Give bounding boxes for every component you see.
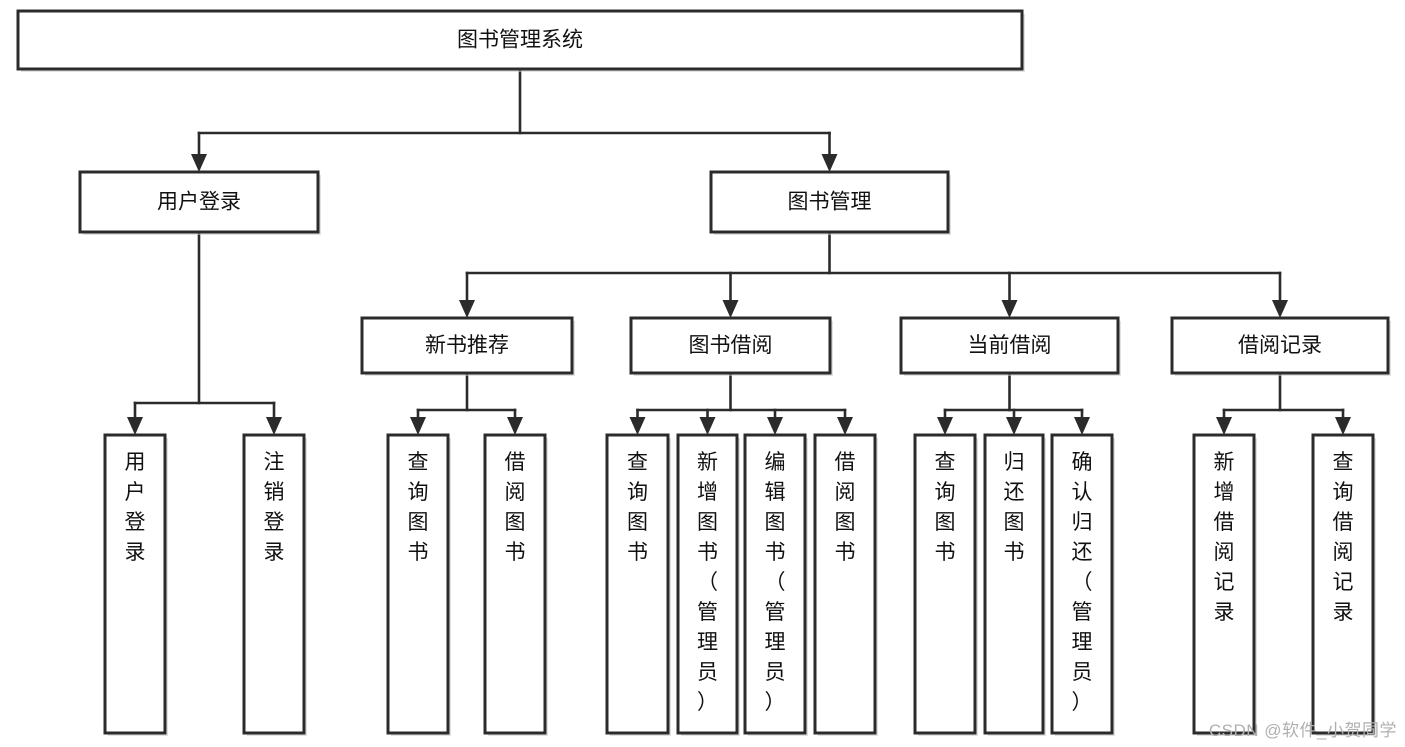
- node-label: 新增借阅记录: [1214, 451, 1235, 624]
- node-leaf-confirm-return[interactable]: 确认归还（管理员）: [1050, 433, 1115, 736]
- node-label: 当前借阅: [968, 334, 1052, 357]
- arrow-head-icon: [629, 417, 646, 435]
- node-label: 确认归还（管理员）: [1072, 451, 1093, 714]
- node-rect[interactable]: [709, 170, 950, 234]
- node-label: 图书借阅: [689, 334, 773, 357]
- node-label: 归还图书: [1004, 451, 1025, 564]
- arrow-head-icon: [507, 417, 523, 435]
- node-rect[interactable]: [913, 433, 977, 735]
- node-label: 图书管理系统: [457, 29, 583, 52]
- node-new-book-recommend[interactable]: 新书推荐: [360, 316, 575, 376]
- node-label: 新书推荐: [425, 334, 509, 357]
- arrow-head-icon: [821, 154, 838, 172]
- node-leaf-query-book-3[interactable]: 查询图书: [913, 433, 978, 736]
- arrow-head-icon: [722, 300, 739, 318]
- node-label: 图书管理: [788, 191, 872, 214]
- arrow-head-icon: [937, 417, 953, 435]
- node-leaf-add-book[interactable]: 新增图书（管理员）: [676, 433, 740, 736]
- arrow-head-icon: [1216, 417, 1232, 435]
- node-label: 注销登录: [264, 451, 285, 564]
- arrow-head-icon: [1006, 417, 1022, 435]
- node-book-borrow[interactable]: 图书借阅: [629, 316, 833, 376]
- node-rect[interactable]: [1170, 316, 1390, 375]
- node-rect[interactable]: [676, 433, 739, 735]
- arrow-head-icon: [1074, 417, 1090, 435]
- arrow-head-icon: [767, 417, 783, 435]
- node-rect[interactable]: [103, 433, 167, 735]
- arrow-head-icon: [459, 300, 475, 318]
- arrow-head-icon: [699, 417, 716, 435]
- node-label: 借阅图书: [505, 451, 526, 564]
- node-label: 借阅图书: [835, 451, 856, 564]
- node-label: 查询借阅记录: [1333, 451, 1354, 624]
- node-root-root[interactable]: 图书管理系统: [16, 9, 1025, 72]
- arrow-head-icon: [127, 417, 143, 435]
- connectors-layer: [127, 67, 1351, 435]
- arrow-head-icon: [1001, 300, 1018, 318]
- node-leaf-borrow-book-1[interactable]: 借阅图书: [483, 433, 548, 736]
- node-current-borrow[interactable]: 当前借阅: [899, 316, 1121, 376]
- arrow-head-icon: [191, 154, 207, 172]
- node-label: 用户登录: [157, 191, 241, 214]
- node-leaf-user-logout[interactable]: 注销登录: [242, 433, 307, 736]
- arrow-head-icon: [1272, 300, 1288, 318]
- node-rect[interactable]: [483, 433, 547, 735]
- node-rect[interactable]: [1050, 433, 1114, 735]
- node-rect[interactable]: [629, 316, 832, 375]
- node-leaf-borrow-book-2[interactable]: 借阅图书: [813, 433, 878, 736]
- arrow-head-icon: [837, 417, 853, 435]
- node-rect[interactable]: [242, 433, 306, 735]
- node-label: 用户登录: [125, 451, 146, 564]
- node-rect[interactable]: [743, 433, 807, 735]
- arrow-head-icon: [410, 417, 426, 435]
- node-borrow-records[interactable]: 借阅记录: [1170, 316, 1391, 376]
- nodes-layer: 图书管理系统用户登录用户登录注销登录图书管理新书推荐查询图书借阅图书图书借阅查询…: [16, 9, 1391, 736]
- node-leaf-query-record[interactable]: 查询借阅记录: [1311, 433, 1376, 736]
- arrow-head-icon: [266, 417, 282, 435]
- node-book-management[interactable]: 图书管理: [709, 170, 951, 235]
- node-leaf-query-book-2[interactable]: 查询图书: [605, 433, 671, 736]
- node-rect[interactable]: [386, 433, 450, 735]
- node-leaf-user-login[interactable]: 用户登录: [103, 433, 168, 736]
- node-leaf-query-book-1[interactable]: 查询图书: [386, 433, 451, 736]
- node-rect[interactable]: [605, 433, 670, 735]
- node-rect[interactable]: [899, 316, 1120, 375]
- watermark-label: CSDN @软件_小贺同学: [1208, 721, 1397, 740]
- arrow-head-icon: [1335, 417, 1351, 435]
- node-label: 编辑图书（管理员）: [765, 451, 786, 714]
- node-rect[interactable]: [16, 9, 1024, 71]
- node-rect[interactable]: [78, 170, 320, 234]
- node-leaf-return-book[interactable]: 归还图书: [983, 433, 1046, 736]
- node-rect[interactable]: [1311, 433, 1375, 735]
- node-label: 查询图书: [408, 451, 429, 564]
- node-leaf-edit-book[interactable]: 编辑图书（管理员）: [743, 433, 808, 736]
- node-leaf-add-record[interactable]: 新增借阅记录: [1192, 433, 1257, 736]
- node-rect[interactable]: [983, 433, 1045, 735]
- node-user-login[interactable]: 用户登录: [78, 170, 321, 235]
- node-rect[interactable]: [813, 433, 877, 735]
- node-label: 借阅记录: [1238, 334, 1322, 357]
- node-rect[interactable]: [1192, 433, 1256, 735]
- node-label: 查询图书: [935, 451, 956, 564]
- node-rect[interactable]: [360, 316, 574, 375]
- node-label: 查询图书: [627, 451, 648, 564]
- node-label: 新增图书（管理员）: [697, 451, 718, 714]
